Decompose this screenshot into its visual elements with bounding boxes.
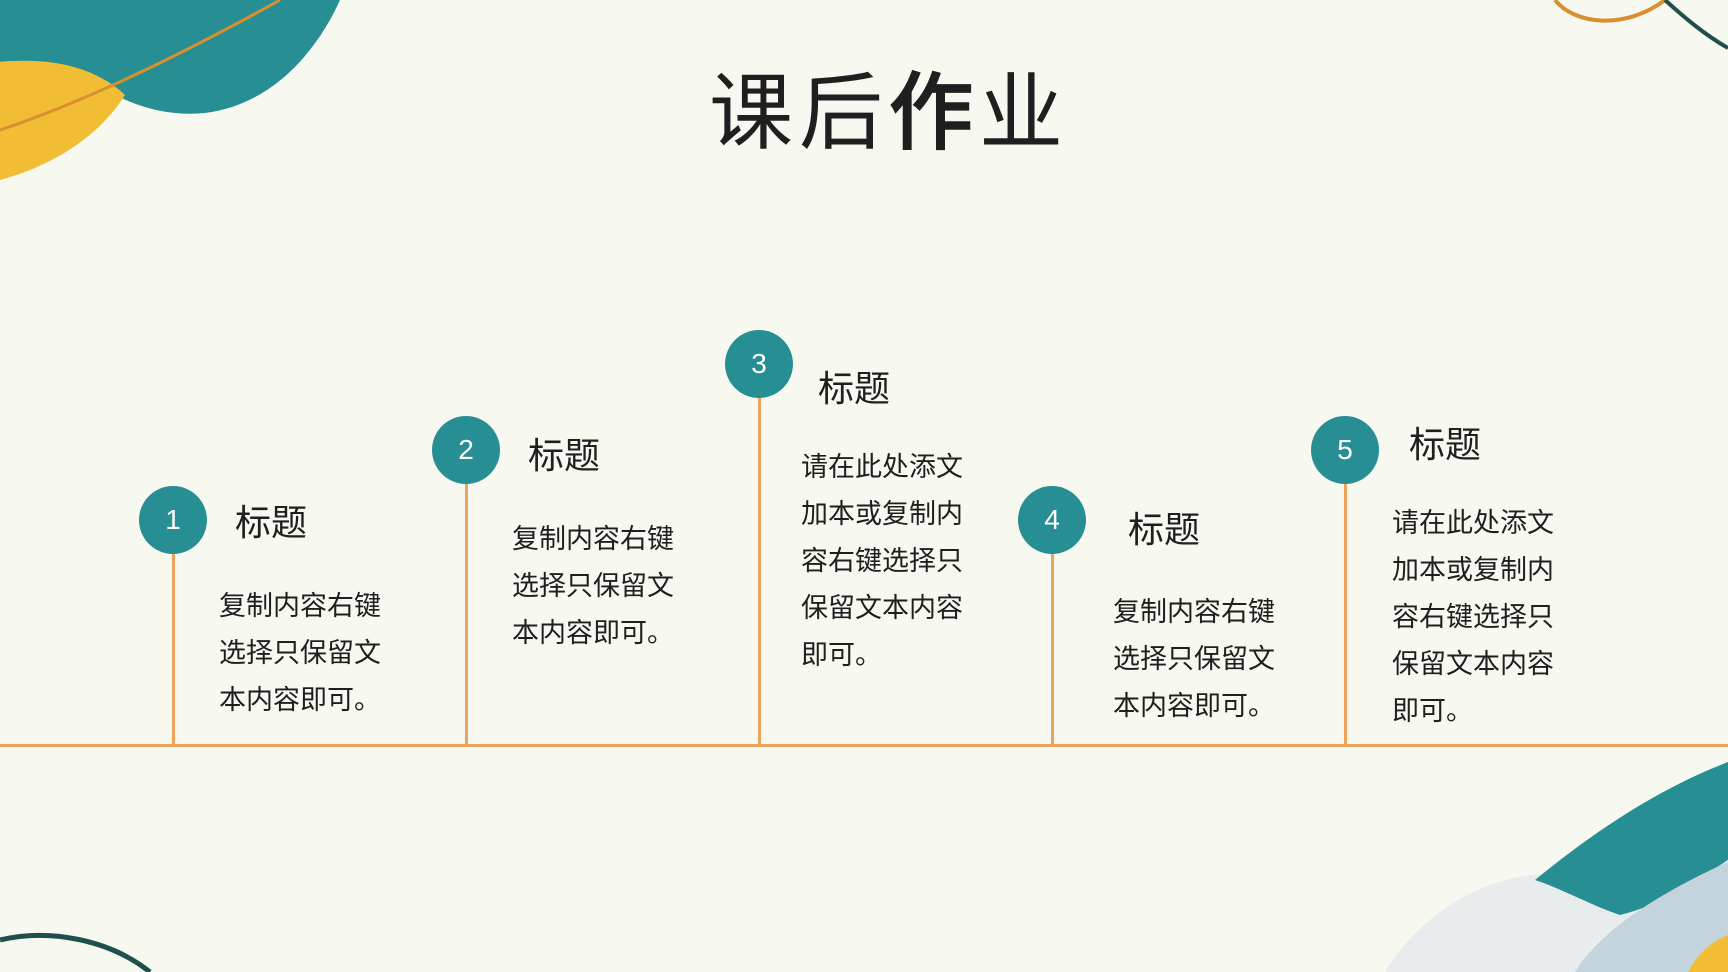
- top-right-orange-arc: [1553, 0, 1667, 23]
- timeline-stem-4: [1051, 520, 1054, 746]
- timeline-body-5: 请在此处添文加本或复制内容右键选择只保留文本内容即可。: [1392, 508, 1554, 727]
- top-left-orange-curve: [0, 0, 281, 132]
- timeline-node-5: 5: [1311, 416, 1379, 484]
- timeline-stem-1: [172, 520, 175, 746]
- timeline-heading-3: 标题: [818, 369, 891, 410]
- bottom-left-dark-arc: [0, 932, 152, 972]
- timeline-heading-1: 标题: [235, 503, 308, 544]
- title-part-2: 作: [888, 64, 979, 162]
- bottom-right-blue-wave: [1575, 862, 1728, 972]
- bottom-right-teal-wave: [1535, 762, 1728, 915]
- timeline-stem-3: [758, 364, 761, 746]
- timeline-heading-2: 标题: [528, 436, 601, 477]
- timeline-baseline: [0, 744, 1728, 747]
- top-left-yellow-blob: [0, 60, 125, 180]
- timeline-node-2: 2: [432, 416, 500, 484]
- timeline-stem-5: [1344, 450, 1347, 746]
- page-title: 课后作业: [0, 58, 1728, 168]
- timeline-node-4: 4: [1018, 486, 1086, 554]
- timeline-node-3: 3: [725, 330, 793, 398]
- timeline-body-3: 请在此处添文加本或复制内容右键选择只保留文本内容即可。: [801, 452, 963, 671]
- timeline-node-1: 1: [139, 486, 207, 554]
- title-part-3: 业: [979, 64, 1070, 162]
- timeline-body-4: 复制内容右键选择只保留文本内容即可。: [1113, 597, 1275, 722]
- timeline-body-2: 复制内容右键选择只保留文本内容即可。: [512, 524, 674, 649]
- timeline-heading-5: 标题: [1409, 425, 1482, 466]
- timeline-heading-4: 标题: [1128, 510, 1201, 551]
- bottom-right-yellow-blob: [1688, 935, 1728, 972]
- timeline-stem-2: [465, 450, 468, 746]
- top-right-dark-arc: [1663, 0, 1728, 50]
- timeline-body-1: 复制内容右键选择只保留文本内容即可。: [219, 591, 381, 716]
- title-part-1: 课后: [708, 64, 889, 162]
